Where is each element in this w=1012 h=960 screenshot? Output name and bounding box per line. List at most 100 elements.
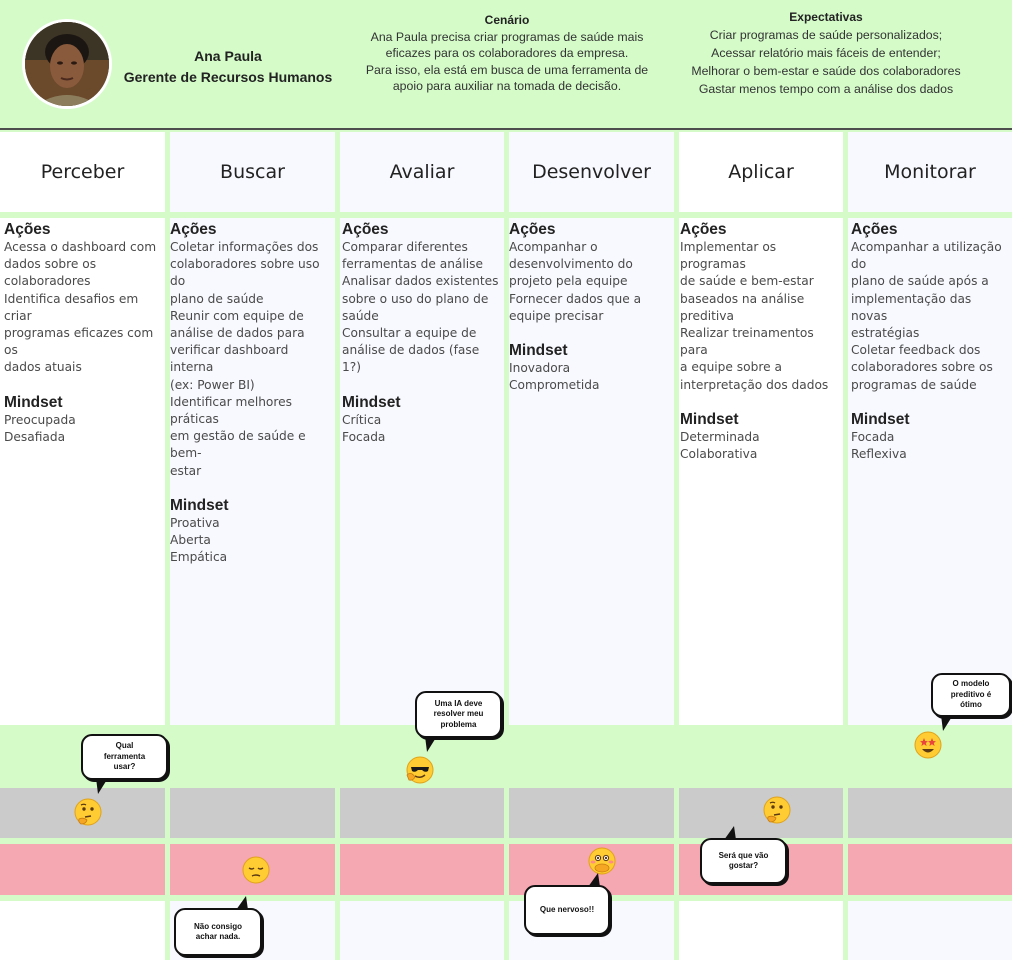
expectation-line: Gastar menos tempo com a análise dos dad… xyxy=(698,82,954,96)
action-line: plano de saúde após a xyxy=(851,274,989,289)
action-line: programas de saúde xyxy=(851,377,977,392)
emotion-lane-neutral-cell xyxy=(679,788,843,838)
action-line: Implementar os programas xyxy=(680,240,777,272)
mindset-title: Mindset xyxy=(170,496,229,514)
action-line: colaboradores xyxy=(4,274,91,289)
actions-title: Ações xyxy=(509,221,556,238)
thinking-face-icon xyxy=(73,797,103,827)
emotion-lane-neutral-cell xyxy=(170,788,335,838)
emotion-lane-neutral-cell xyxy=(848,788,1012,838)
mindset-line: Focada xyxy=(851,429,895,444)
actions-title: Ações xyxy=(680,221,727,238)
action-line: implementação das novas xyxy=(851,291,972,323)
action-line: Coletar feedback dos xyxy=(851,343,981,358)
action-line: Coletar informações dos xyxy=(170,240,319,254)
scenario-line: Ana Paula precisa criar programas de saú… xyxy=(370,29,644,44)
bubble-tail xyxy=(724,826,736,840)
emotion-lane-neutral-cell xyxy=(340,788,504,838)
action-line: colaboradores sobre uso do xyxy=(170,257,320,289)
action-line: dados sobre os xyxy=(4,257,97,272)
action-line: preditiva xyxy=(680,308,734,323)
phase-header-avaliar: Avaliar xyxy=(340,132,504,212)
scenario-line: eficazes para os colaboradores da empres… xyxy=(385,46,629,61)
mindset-title: Mindset xyxy=(342,393,401,411)
star-struck-face-icon xyxy=(913,730,943,760)
action-line: saúde xyxy=(342,308,379,323)
scenario-title: Cenário xyxy=(484,13,530,27)
expectation-line: Melhorar o bem-estar e saúde dos colabor… xyxy=(691,64,961,78)
actions-title: Ações xyxy=(4,221,51,238)
bubble-text-line: achar nada. xyxy=(195,932,241,941)
phase-header-desenvolver: Desenvolver xyxy=(509,132,674,212)
emotion-lane-positive-cell xyxy=(170,731,335,782)
expectations-title: Expectativas xyxy=(789,10,863,24)
mindset-line: Crítica xyxy=(342,412,382,427)
action-line: Acompanhar a utilização do xyxy=(851,240,1002,272)
bubble-tail xyxy=(425,736,437,752)
mindset-title: Mindset xyxy=(4,393,63,411)
phase-header-monitorar: Monitorar xyxy=(848,132,1012,212)
bubble-text-line: gostar? xyxy=(728,861,759,870)
action-line: dados atuais xyxy=(4,360,82,375)
action-line: verificar dashboard interna xyxy=(170,343,289,375)
thought-bubble-desenvolver: Que nervoso!! xyxy=(524,885,610,935)
expectation-line: Criar programas de saúde personalizados; xyxy=(709,28,943,42)
mindset-line: Inovadora xyxy=(509,361,571,376)
action-line: baseados na análise xyxy=(680,291,805,306)
persona-role: Gerente de Recursos Humanos xyxy=(123,69,333,85)
emotion-lane-positive-cell xyxy=(509,731,674,782)
persona-header: Ana Paula Gerente de Recursos Humanos Ce… xyxy=(0,0,1012,130)
persona-avatar xyxy=(22,19,112,109)
mindset-line: Reflexiva xyxy=(851,447,907,462)
action-line: interpretação dos dados xyxy=(680,377,829,392)
bubble-text-line: Qual xyxy=(115,741,134,751)
emotion-lane-neutral-cell xyxy=(509,788,674,838)
mindset-title: Mindset xyxy=(851,410,910,428)
emotion-lane-positive-cell xyxy=(679,731,843,782)
emotion-lane-bottom-cell xyxy=(679,901,843,960)
actions-title: Ações xyxy=(342,221,389,238)
bubble-text-line: ótimo xyxy=(960,700,982,710)
bubble-tail xyxy=(96,778,108,794)
action-line: Comparar diferentes xyxy=(342,240,468,254)
bubble-tail xyxy=(236,896,248,910)
header-divider xyxy=(0,128,1012,130)
emotion-lane-bottom-cell xyxy=(340,901,504,960)
actions-title: Ações xyxy=(170,221,217,238)
phase-header-buscar: Buscar xyxy=(170,132,335,212)
face-with-open-eyes-and-hand-over-mouth-icon xyxy=(587,846,617,876)
emotion-lane-negative-cell xyxy=(848,844,1012,895)
persona-info: Ana Paula Gerente de Recursos Humanos xyxy=(112,46,344,88)
action-line: a equipe sobre a xyxy=(680,360,782,375)
emotion-lane-bottom-cell xyxy=(848,901,1012,960)
action-line: Fornecer dados que a xyxy=(509,291,642,306)
phase-header-perceber: Perceber xyxy=(0,132,165,212)
pensive-face-icon xyxy=(241,855,271,885)
bubble-text-line: usar? xyxy=(113,762,136,772)
scenario-line: Para isso, ela está em busca de uma ferr… xyxy=(365,62,649,77)
action-line: Reunir com equipe de xyxy=(170,308,304,323)
action-line: (ex: Power BI) xyxy=(170,377,255,392)
action-line: Consultar a equipe de xyxy=(342,326,477,341)
bubble-text-line: O modelo xyxy=(952,679,990,689)
bubble-text-line: Uma IA deve xyxy=(434,698,483,708)
mindset-line: Proativa xyxy=(170,515,220,530)
action-line: estratégias xyxy=(851,326,920,341)
thinking-face-icon xyxy=(762,795,792,825)
bubble-text-line: problema xyxy=(440,719,477,729)
emotion-lane-negative-cell xyxy=(340,844,504,895)
bubble-text-line: Será que vão xyxy=(718,850,769,860)
mindset-line: Determinada xyxy=(680,429,760,444)
mindset-line: Aberta xyxy=(170,533,211,548)
scenario-block: Cenário Ana Paula precisa criar programa… xyxy=(357,12,657,95)
action-line: colaboradores sobre os xyxy=(851,360,993,375)
